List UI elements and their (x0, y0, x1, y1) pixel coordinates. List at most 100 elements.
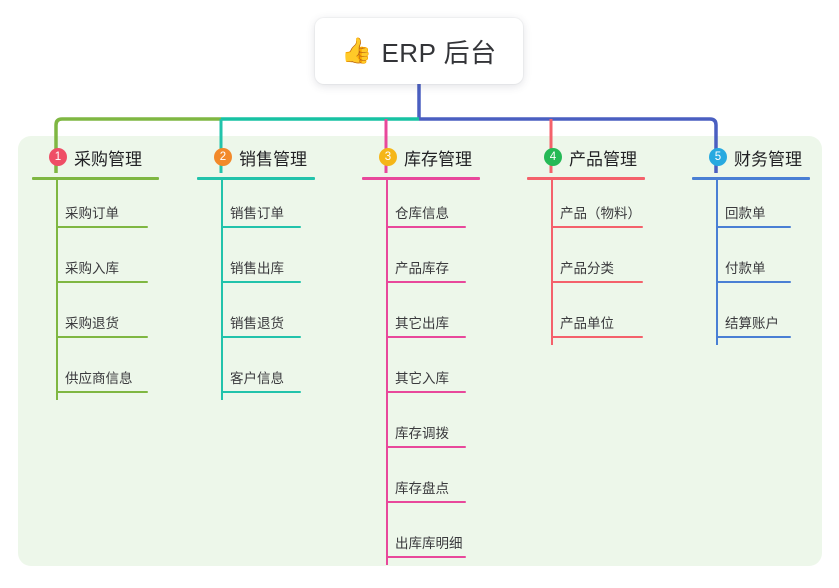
leaf-label: 产品分类 (560, 261, 614, 276)
leaf-item[interactable]: 采购订单 (32, 180, 159, 235)
branches-panel (18, 136, 822, 566)
leaf-underline (221, 281, 301, 283)
leaf-item[interactable]: 产品分类 (527, 235, 645, 290)
branch-spine-3 (386, 180, 388, 565)
branch-spine-4 (551, 180, 553, 345)
leaf-item[interactable]: 销售退货 (197, 290, 315, 345)
thumbs-up-icon: 👍 (341, 36, 373, 65)
branch-spine-5 (716, 180, 718, 345)
leaf-item[interactable]: 销售出库 (197, 235, 315, 290)
leaf-underline (551, 336, 643, 338)
leaf-item[interactable]: 其它入库 (362, 345, 480, 400)
leaf-list-2: 销售订单销售出库销售退货客户信息 (197, 180, 315, 400)
leaf-item[interactable]: 采购退货 (32, 290, 159, 345)
leaf-label: 销售订单 (230, 206, 284, 221)
root-title: ERP 后台 (381, 37, 497, 68)
leaf-underline (221, 391, 301, 393)
branch-badge-5: 5 (709, 148, 727, 166)
leaf-list-5: 回款单付款单结算账户 (692, 180, 810, 345)
leaf-label: 产品（物料） (560, 206, 641, 221)
leaf-item[interactable]: 采购入库 (32, 235, 159, 290)
branch-badge-1: 1 (49, 148, 67, 166)
branch-badge-2: 2 (214, 148, 232, 166)
leaf-label: 付款单 (725, 261, 766, 276)
root-node[interactable]: 👍 ERP 后台 (315, 18, 523, 84)
leaf-item[interactable]: 产品（物料） (527, 180, 645, 235)
leaf-label: 回款单 (725, 206, 766, 221)
branch-label-4: 产品管理 (569, 149, 637, 169)
branch-underline-2 (197, 177, 315, 180)
leaf-underline (56, 281, 148, 283)
branch-column-4: 4 产品管理产品（物料） 产品分类产品单位 (527, 144, 645, 345)
branch-header-3[interactable]: 3 库存管理 (362, 144, 480, 170)
branch-spine-2 (221, 180, 223, 400)
leaf-label: 出库库明细 (395, 536, 463, 551)
branch-column-5: 5 财务管理回款单付款单结算账户 (692, 144, 810, 345)
leaf-label: 客户信息 (230, 371, 284, 386)
leaf-item[interactable]: 回款单 (692, 180, 810, 235)
branch-header-5[interactable]: 5 财务管理 (692, 144, 810, 170)
leaf-item[interactable]: 库存盘点 (362, 455, 480, 510)
leaf-underline (386, 226, 466, 228)
leaf-label: 库存调拨 (395, 426, 449, 441)
branch-spine-1 (56, 180, 58, 400)
branch-underline-4 (527, 177, 645, 180)
branch-column-1: 1 采购管理采购订单采购入库采购退货供应商信息 (32, 144, 159, 400)
leaf-list-3: 仓库信息产品库存其它出库其它入库库存调拨库存盘点出库库明细 (362, 180, 480, 565)
branch-badge-4: 4 (544, 148, 562, 166)
branch-header-1[interactable]: 1 采购管理 (32, 144, 159, 170)
branch-underline-1 (32, 177, 159, 180)
leaf-item[interactable]: 出库库明细 (362, 510, 480, 565)
leaf-underline (551, 226, 643, 228)
branch-label-5: 财务管理 (734, 149, 802, 169)
branch-header-4[interactable]: 4 产品管理 (527, 144, 645, 170)
leaf-label: 销售出库 (230, 261, 284, 276)
leaf-underline (716, 281, 791, 283)
leaf-item[interactable]: 销售订单 (197, 180, 315, 235)
leaf-label: 其它入库 (395, 371, 449, 386)
leaf-underline (386, 556, 466, 558)
leaf-item[interactable]: 产品单位 (527, 290, 645, 345)
leaf-label: 采购退货 (65, 316, 119, 331)
branch-column-2: 2 销售管理销售订单销售出库销售退货客户信息 (197, 144, 315, 400)
leaf-label: 采购订单 (65, 206, 119, 221)
leaf-underline (386, 446, 466, 448)
leaf-item[interactable]: 供应商信息 (32, 345, 159, 400)
leaf-list-1: 采购订单采购入库采购退货供应商信息 (32, 180, 159, 400)
leaf-item[interactable]: 产品库存 (362, 235, 480, 290)
leaf-underline (386, 501, 466, 503)
leaf-label: 供应商信息 (65, 371, 133, 386)
leaf-underline (221, 226, 301, 228)
leaf-item[interactable]: 仓库信息 (362, 180, 480, 235)
leaf-item[interactable]: 付款单 (692, 235, 810, 290)
leaf-underline (386, 281, 466, 283)
leaf-underline (716, 226, 791, 228)
leaf-underline (386, 391, 466, 393)
branch-header-2[interactable]: 2 销售管理 (197, 144, 315, 170)
leaf-item[interactable]: 客户信息 (197, 345, 315, 400)
branch-badge-3: 3 (379, 148, 397, 166)
leaf-item[interactable]: 库存调拨 (362, 400, 480, 455)
branch-column-3: 3 库存管理仓库信息产品库存其它出库其它入库库存调拨库存盘点出库库明细 (362, 144, 480, 565)
branch-underline-5 (692, 177, 810, 180)
leaf-label: 库存盘点 (395, 481, 449, 496)
leaf-underline (56, 391, 148, 393)
leaf-label: 采购入库 (65, 261, 119, 276)
branch-label-1: 采购管理 (74, 149, 142, 169)
leaf-underline (716, 336, 791, 338)
branch-underline-3 (362, 177, 480, 180)
leaf-underline (221, 336, 301, 338)
leaf-label: 产品库存 (395, 261, 449, 276)
leaf-item[interactable]: 其它出库 (362, 290, 480, 345)
leaf-label: 销售退货 (230, 316, 284, 331)
leaf-label: 产品单位 (560, 316, 614, 331)
leaf-underline (56, 226, 148, 228)
branch-label-2: 销售管理 (239, 149, 307, 169)
branch-label-3: 库存管理 (404, 149, 472, 169)
leaf-item[interactable]: 结算账户 (692, 290, 810, 345)
leaf-label: 仓库信息 (395, 206, 449, 221)
leaf-underline (386, 336, 466, 338)
leaf-label: 结算账户 (725, 316, 779, 331)
leaf-underline (551, 281, 643, 283)
